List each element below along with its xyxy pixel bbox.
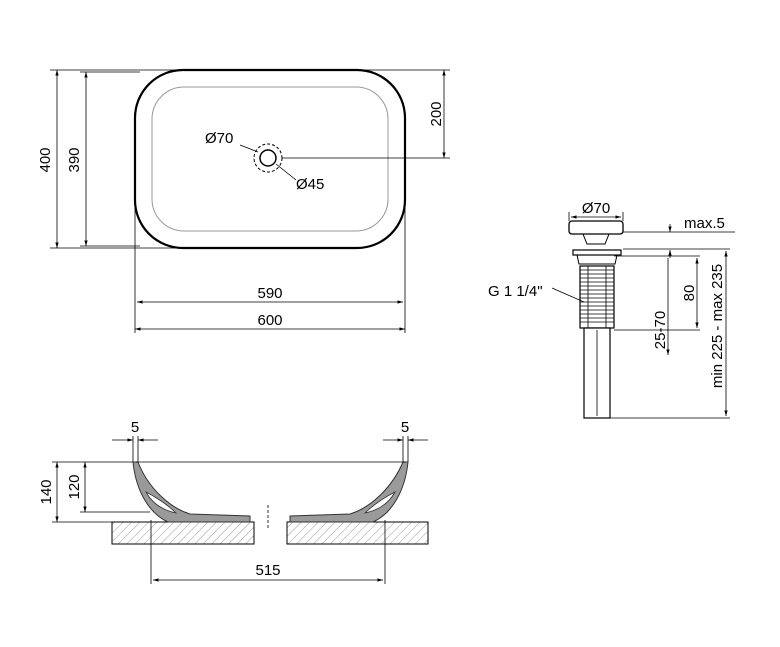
- drain-inner-circle: [259, 149, 277, 167]
- total-length-label: min 225 - max 235: [709, 264, 726, 388]
- drain-detail: Ø70 max.5 80 25-70 min 225 - max 235 G 1…: [488, 200, 735, 419]
- body-height-label: 80: [681, 285, 698, 302]
- base-width-label: 515: [255, 562, 280, 579]
- bowl-depth-label: 120: [66, 474, 83, 499]
- drain-cap: [568, 220, 624, 235]
- basin-section-left: [132, 461, 251, 523]
- countertop-right: [286, 521, 429, 545]
- drain-outer-circle: [253, 143, 283, 173]
- basin-inner-outline: [151, 86, 389, 232]
- drain-thread: [579, 265, 615, 329]
- top-view: 400 390 200 Ø70 Ø45 590 600: [37, 68, 450, 333]
- thread-label: G 1 1/4": [488, 283, 543, 300]
- max-gap-label: max.5: [684, 215, 725, 232]
- drain-inner-dia-label: Ø45: [296, 176, 324, 193]
- adjust-range-label: 25-70: [652, 311, 669, 349]
- drain-outer-dia-label: Ø70: [205, 130, 233, 147]
- basin-section-right: [289, 461, 409, 523]
- total-height-label: 140: [38, 479, 55, 504]
- rim-left-label: 5: [131, 419, 139, 436]
- width-inner-label: 590: [257, 285, 282, 302]
- drain-offset-label: 200: [428, 101, 445, 126]
- width-outer-label: 600: [257, 312, 282, 329]
- basin-outer-outline: [133, 68, 407, 250]
- height-outer-label: 400: [37, 147, 54, 172]
- rim-right-label: 5: [401, 419, 409, 436]
- cap-dia-label: Ø70: [582, 200, 610, 217]
- countertop-left: [111, 521, 255, 545]
- height-inner-label: 390: [66, 147, 83, 172]
- section-view: 5 5 140 120 515: [38, 419, 429, 584]
